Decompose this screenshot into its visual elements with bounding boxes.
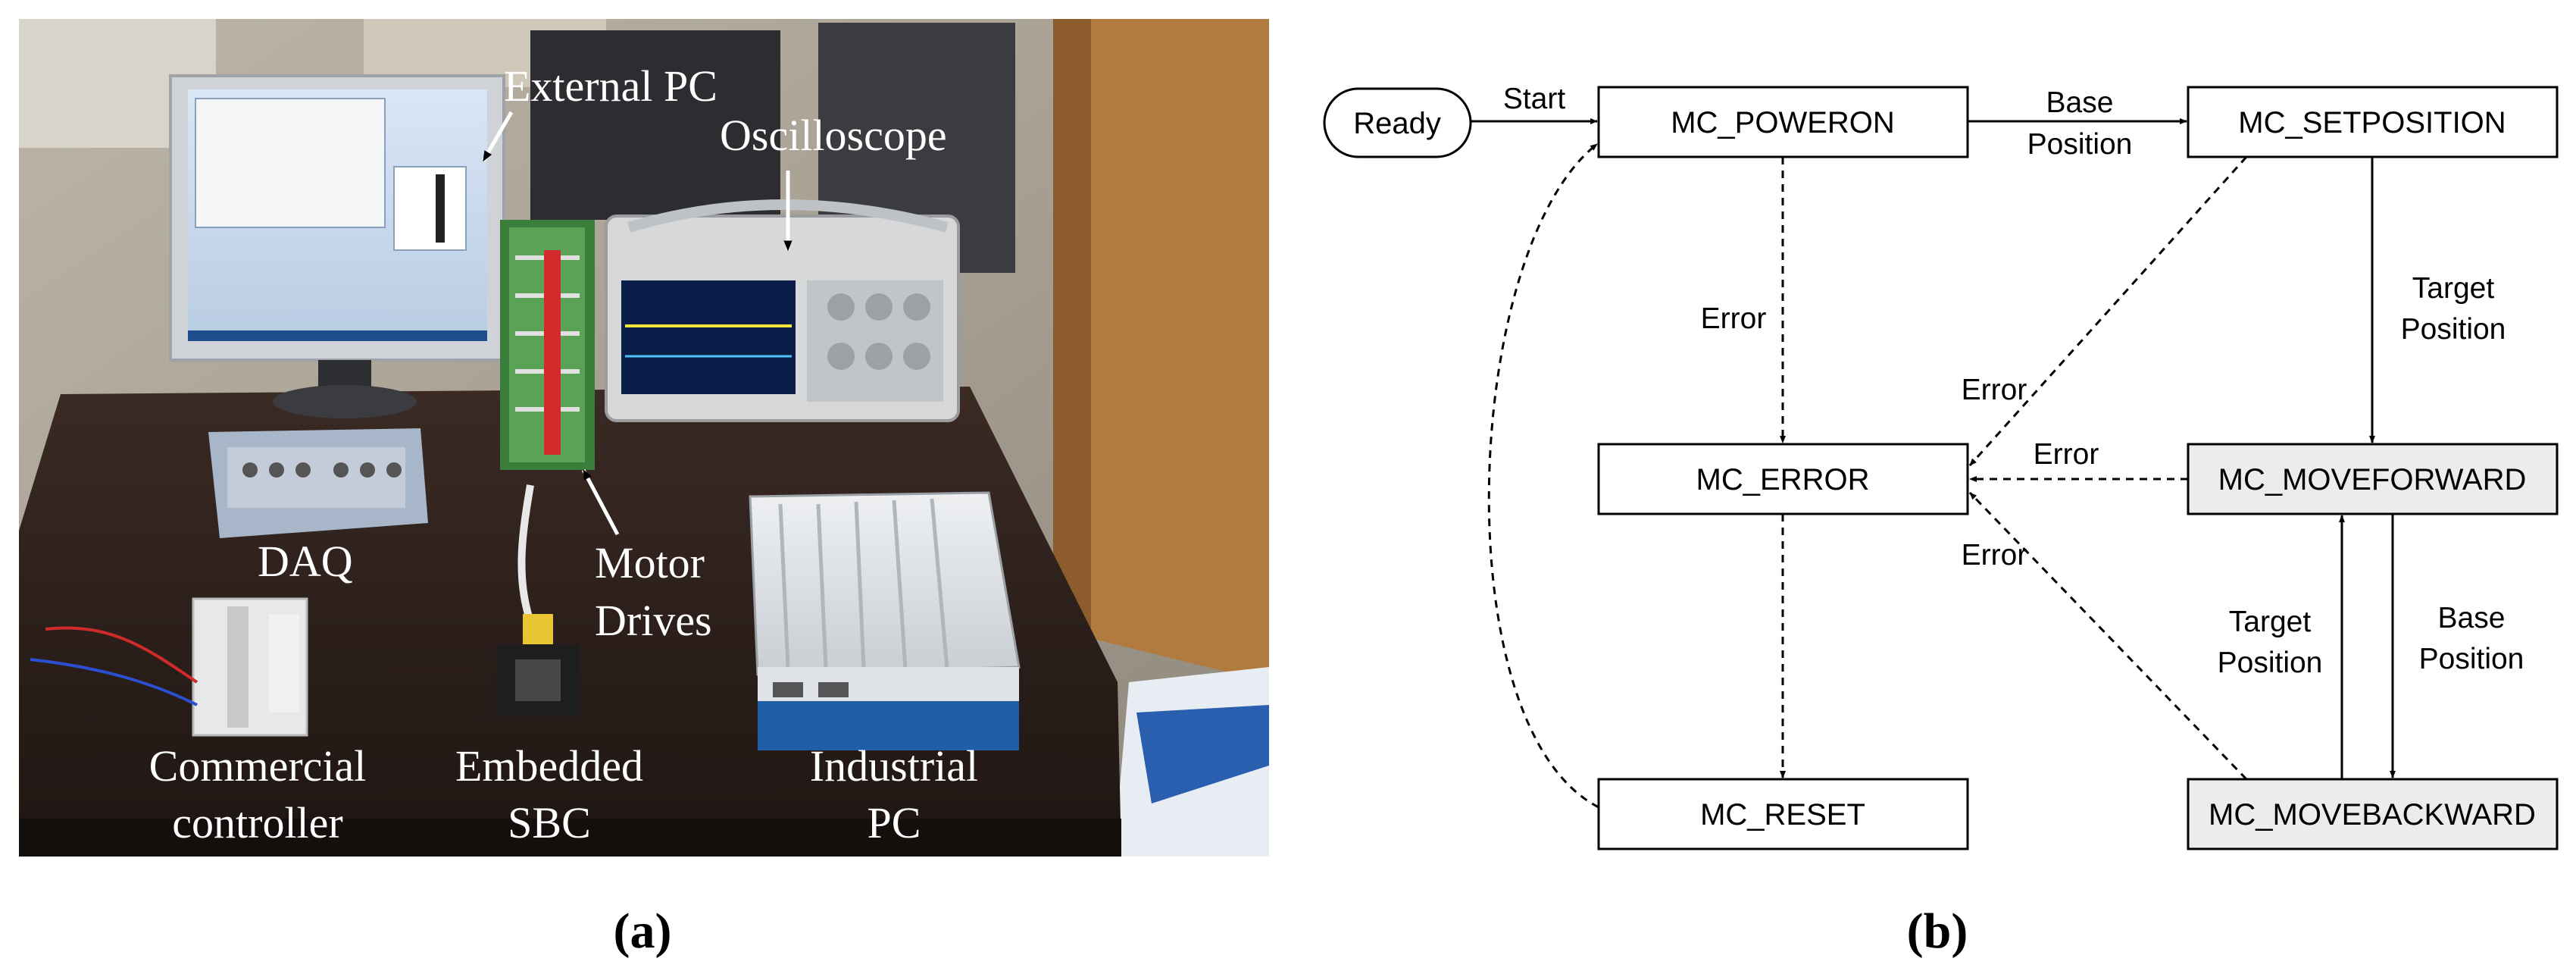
node-mc-setposition-label: MC_SETPOSITION [2238,106,2506,139]
wooden-cabinet [1053,19,1269,682]
motor-drives-rack [500,220,595,470]
industrial-pc-device [749,491,1021,750]
edge-label-base-b-line2: Position [2419,643,2524,675]
label-embedded-sbc-line2: SBC [508,798,591,847]
edge-label-error-setposition: Error [1962,374,2027,406]
node-mc-reset: MC_RESET [1597,778,1969,850]
node-mc-reset-label: MC_RESET [1700,798,1865,832]
edge-setposition-error [1968,155,2248,467]
embedded-sbc-device [496,484,580,716]
paper-box-blue [1136,705,1269,803]
edge-label-target-line2: Position [2401,313,2506,346]
label-industrial-pc-line2: PC [868,798,921,847]
node-mc-error: MC_ERROR [1597,443,1969,515]
daq-device [208,428,428,538]
edge-label-error-moveforward: Error [2034,438,2099,471]
edge-label-start: Start [1503,83,1566,115]
wooden-cabinet-shade [1053,19,1091,637]
background-dark-equipment [530,30,780,220]
caption-b: (b) [1907,904,1968,959]
label-motor-drives-line2: Drives [595,596,712,645]
edge-label-base-line1: Base [2046,86,2114,119]
label-commercial-controller-line2: controller [172,798,342,847]
table-edge [19,819,1121,857]
caption-a: (a) [614,904,672,959]
external-pc-pointer-arrow [481,111,514,162]
node-mc-error-label: MC_ERROR [1696,463,1870,496]
label-motor-drives-line1: Motor [595,538,705,587]
node-mc-poweron: MC_POWERON [1597,86,1969,158]
edge-label-base-line2: Position [2027,128,2133,161]
oscilloscope-device [605,199,960,422]
label-industrial-pc-line1: Industrial [810,741,978,791]
label-oscilloscope: Oscilloscope [720,111,947,160]
label-daq: DAQ [258,537,353,586]
state-diagram: Ready MC_POWERON MC_SETPOSITION MC_ERROR… [1323,83,2559,850]
photo-panel: External PC Oscilloscope DAQ Motor Drive… [19,19,1269,857]
edge-label-target-b-line1: Target [2229,606,2312,638]
node-mc-moveforward: MC_MOVEFORWARD [2187,443,2559,515]
node-ready: Ready [1323,87,1472,158]
node-mc-movebackward: MC_MOVEBACKWARD [2187,778,2559,850]
node-mc-poweron-label: MC_POWERON [1671,106,1895,139]
motor-drives-pointer-arrow [581,468,620,536]
external-pc-monitor [169,74,505,418]
label-external-pc: External PC [504,61,717,111]
edge-label-error-down: Error [1701,302,1767,335]
edge-label-error-movebackward: Error [1962,539,2027,572]
label-embedded-sbc-line1: Embedded [455,741,643,791]
commercial-controller-device [30,597,308,737]
edge-label-target-line1: Target [2412,272,2495,305]
edge-movebackward-error [1968,491,2248,781]
edge-reset-poweron [1487,142,1599,809]
node-mc-movebackward-label: MC_MOVEBACKWARD [2209,798,2536,832]
edge-label-target-b-line2: Position [2218,647,2323,679]
node-ready-label: Ready [1353,107,1441,140]
edge-label-base-b-line1: Base [2438,602,2506,634]
label-commercial-controller-line1: Commercial [149,741,367,791]
node-mc-setposition: MC_SETPOSITION [2187,86,2559,158]
node-mc-moveforward-label: MC_MOVEFORWARD [2218,463,2527,496]
